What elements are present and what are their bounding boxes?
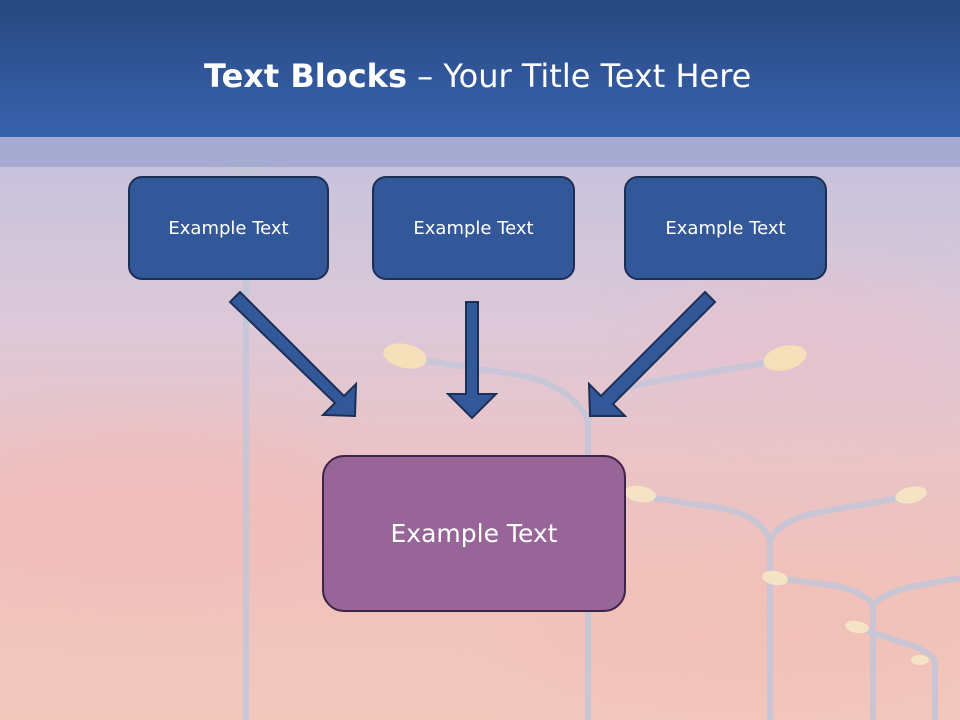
main-text-block-label: Example Text — [390, 519, 558, 548]
text-block-center[interactable]: Example Text — [372, 176, 575, 280]
arrow-left-icon — [228, 290, 358, 418]
text-block-label: Example Text — [168, 217, 289, 239]
text-block-label: Example Text — [665, 217, 786, 239]
title-rest-text: – Your Title Text Here — [407, 57, 752, 95]
arrow-down-icon — [445, 301, 499, 420]
lamp-heads — [383, 343, 929, 665]
title-bold-text: Text Blocks — [204, 57, 407, 95]
text-block-label: Example Text — [413, 217, 534, 239]
title-bar — [0, 0, 960, 137]
main-text-block[interactable]: Example Text — [322, 455, 626, 612]
text-block-right[interactable]: Example Text — [624, 176, 827, 280]
background-cloud — [0, 430, 360, 590]
text-block-left[interactable]: Example Text — [128, 176, 329, 280]
title-band — [0, 137, 960, 167]
arrow-right-icon — [587, 290, 717, 417]
slide-title: Text Blocks – Your Title Text Here — [204, 54, 751, 98]
